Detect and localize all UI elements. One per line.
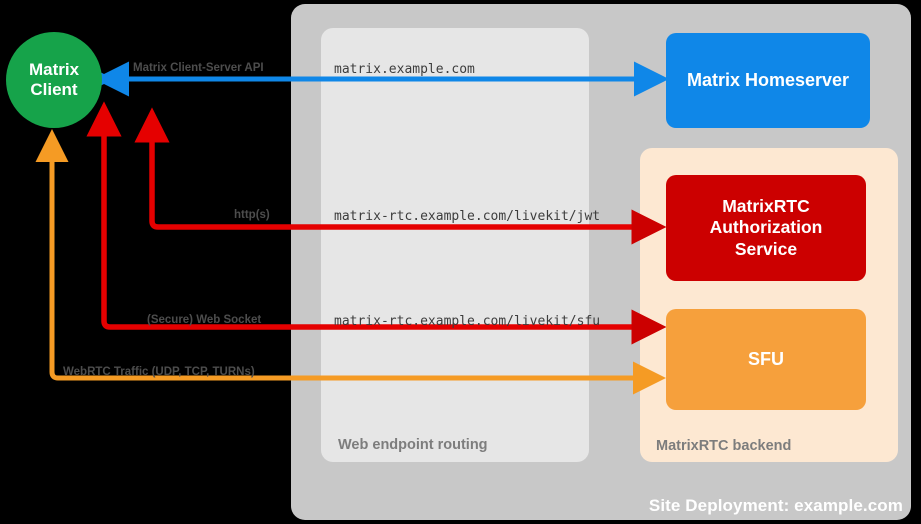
edge-label-web-socket: (Secure) Web Socket <box>147 314 262 326</box>
edge-label-webrtc-traffic: WebRTC Traffic (UDP, TCP, TURNs) <box>63 366 255 378</box>
node-matrix-homeserver[interactable]: Matrix Homeserver <box>666 33 870 128</box>
node-matrixrtc-authorization-service[interactable]: MatrixRTC Authorization Service <box>666 175 866 281</box>
matrixrtc-backend-label: MatrixRTC backend <box>656 438 792 454</box>
node-auth-line1: MatrixRTC <box>722 195 810 216</box>
node-auth-line3: Service <box>734 238 798 259</box>
edge-label-client-server-api: Matrix Client-Server API <box>133 62 264 74</box>
node-matrix-client-line2: Client <box>30 80 78 99</box>
node-auth-line2: Authorization <box>709 217 823 238</box>
endpoint-label-livekit-sfu: matrix-rtc.example.com/livekit/sfu <box>334 314 601 329</box>
node-matrix-homeserver-label: Matrix Homeserver <box>686 69 850 90</box>
site-deployment-label: Site Deployment: example.com <box>648 496 903 515</box>
node-sfu-label: SFU <box>748 348 784 369</box>
edge-label-https: http(s) <box>234 209 270 221</box>
web-endpoint-routing-label: Web endpoint routing <box>338 437 488 453</box>
web-endpoint-routing-container <box>321 28 589 462</box>
node-matrix-client[interactable]: Matrix Client <box>6 32 102 128</box>
node-matrix-client-line1: Matrix <box>28 59 80 79</box>
node-sfu[interactable]: SFU <box>666 309 866 410</box>
endpoint-label-matrix-example-com: matrix.example.com <box>334 62 475 77</box>
endpoint-label-livekit-jwt: matrix-rtc.example.com/livekit/jwt <box>334 209 601 224</box>
